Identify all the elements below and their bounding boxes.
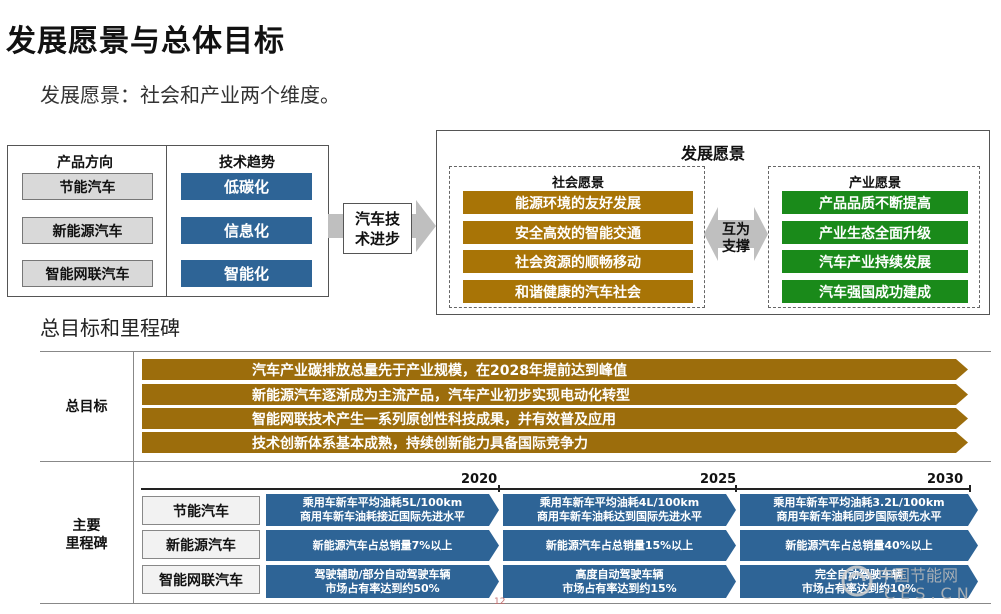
page-subtitle: 发展愿景：社会和产业两个维度。 — [40, 83, 340, 107]
auto-tech-progress-line1: 汽车技 — [354, 209, 400, 228]
watermark-logo-icon — [841, 565, 873, 597]
milestone-cell-line: 新能源汽车占总销量15%以上 — [545, 538, 694, 552]
industry-vision-item: 产业生态全面升级 — [782, 221, 968, 244]
milestone-cell-line: 商用车新车油耗接近国际先进水平 — [300, 510, 465, 523]
timeline-tick — [498, 485, 500, 492]
milestone-row-label: 新能源汽车 — [142, 530, 260, 559]
year-2025: 2025 — [700, 472, 737, 487]
mutual-support-line2: 支撑 — [722, 239, 750, 255]
table-top-rule — [40, 351, 991, 352]
product-intelligent-connected: 智能网联汽车 — [22, 260, 153, 287]
tech-trend-header: 技术趋势 — [219, 155, 275, 171]
milestone-cell: 新能源汽车占总销量40%以上 — [740, 530, 978, 561]
social-vision-group — [449, 166, 705, 308]
auto-tech-progress-line2: 术进步 — [354, 229, 400, 248]
page-title: 发展愿景与总体目标 — [6, 24, 285, 59]
product-energy-saving: 节能汽车 — [22, 173, 153, 200]
goal-bar: 智能网联技术产生一系列原创性科技成果，并有效普及应用 — [142, 408, 968, 429]
industry-vision-header: 产业愿景 — [848, 176, 901, 191]
milestone-cell-line: 商用车新车油耗达到国际先进水平 — [537, 510, 702, 523]
mutual-support-arrow — [704, 207, 768, 261]
social-vision-item: 社会资源的顺畅移动 — [463, 250, 693, 273]
timeline-tick — [969, 485, 971, 492]
tech-low-carbon: 低碳化 — [181, 173, 312, 200]
table-column-divider — [133, 351, 134, 603]
mutual-support-label: 互为 支撑 — [714, 219, 758, 259]
milestone-cell-line: 新能源汽车占总销量40%以上 — [785, 538, 933, 552]
product-direction-header: 产品方向 — [57, 155, 113, 171]
milestone-row-label: 节能汽车 — [142, 496, 260, 525]
goals-label: 总目标 — [65, 399, 108, 415]
social-vision-item: 安全高效的智能交通 — [463, 221, 693, 244]
milestone-cell: 乘用车新车平均油耗5L/100km 商用车新车油耗接近国际先进水平 — [266, 494, 499, 526]
mutual-support-line1: 互为 — [722, 222, 750, 238]
industry-vision-item: 汽车强国成功建成 — [782, 280, 968, 303]
milestone-label: 主要 里程碑 — [40, 490, 133, 580]
year-2030: 2030 — [927, 472, 964, 487]
year-2020: 2020 — [461, 472, 498, 487]
industry-vision-item: 产品品质不断提高 — [782, 191, 968, 214]
goal-bar: 新能源汽车逐渐成为主流产品，汽车产业初步实现电动化转型 — [142, 384, 968, 405]
social-vision-item: 和谐健康的汽车社会 — [463, 280, 693, 303]
milestone-cell-line: 市场占有率达到约50% — [325, 581, 440, 595]
table-bottom-rule — [40, 603, 991, 604]
page-number: 12 — [494, 597, 506, 607]
timeline-axis — [141, 488, 971, 490]
milestone-label-line2: 里程碑 — [65, 536, 108, 552]
watermark-domain: CES.CN — [884, 584, 974, 603]
milestone-cell: 新能源汽车占总销量7%以上 — [266, 530, 499, 561]
table-middle-rule — [40, 461, 991, 462]
watermark: 中国节能网 CES.CN — [840, 556, 990, 608]
product-new-energy: 新能源汽车 — [22, 217, 153, 244]
milestone-cell-line: 乘用车新车平均油耗4L/100km — [539, 496, 700, 509]
milestone-cell-line: 乘用车新车平均油耗5L/100km — [302, 496, 463, 509]
milestone-row-label: 智能网联汽车 — [142, 565, 260, 594]
industry-vision-item: 汽车产业持续发展 — [782, 250, 968, 273]
milestone-cell: 高度自动驾驶车辆 市场占有率达到约15% — [503, 565, 736, 598]
auto-tech-progress-box: 汽车技 术进步 — [343, 203, 412, 254]
watermark-site: 中国节能网 — [878, 566, 959, 585]
timeline-tick — [735, 485, 737, 492]
milestone-label-line1: 主要 — [72, 518, 101, 534]
milestone-cell-line: 驾驶辅助/部分自动驾驶车辆 — [314, 567, 451, 581]
milestone-cell: 驾驶辅助/部分自动驾驶车辆 市场占有率达到约50% — [266, 565, 499, 598]
milestone-cell-line: 市场占有率达到约10% — [801, 581, 917, 595]
social-vision-header: 社会愿景 — [551, 176, 604, 191]
milestone-cell-line: 新能源汽车占总销量7%以上 — [312, 538, 453, 552]
goal-bar: 技术创新体系基本成熟，持续创新能力具备国际竞争力 — [142, 432, 968, 453]
milestone-cell: 乘用车新车平均油耗4L/100km 商用车新车油耗达到国际先进水平 — [503, 494, 736, 526]
milestone-cell-line: 高度自动驾驶车辆 — [575, 567, 664, 581]
milestone-cell-line: 市场占有率达到约15% — [562, 581, 677, 595]
milestone-cell: 乘用车新车平均油耗3.2L/100km 商用车新车油耗同步国际领先水平 — [740, 494, 978, 526]
tech-informatization: 信息化 — [181, 217, 312, 244]
goals-section-title: 总目标和里程碑 — [40, 316, 180, 340]
milestone-cell-line: 商用车新车油耗同步国际领先水平 — [776, 510, 942, 523]
panel-divider — [166, 145, 167, 297]
industry-vision-group — [768, 166, 980, 308]
vision-title: 发展愿景 — [680, 144, 745, 163]
goal-bar: 汽车产业碳排放总量先于产业规模，在2028年提前达到峰值 — [142, 359, 968, 380]
milestone-cell: 新能源汽车占总销量15%以上 — [503, 530, 736, 561]
tech-intelligence: 智能化 — [181, 260, 312, 287]
social-vision-item: 能源环境的友好发展 — [463, 191, 693, 214]
milestone-cell-line: 乘用车新车平均油耗3.2L/100km — [773, 496, 945, 509]
